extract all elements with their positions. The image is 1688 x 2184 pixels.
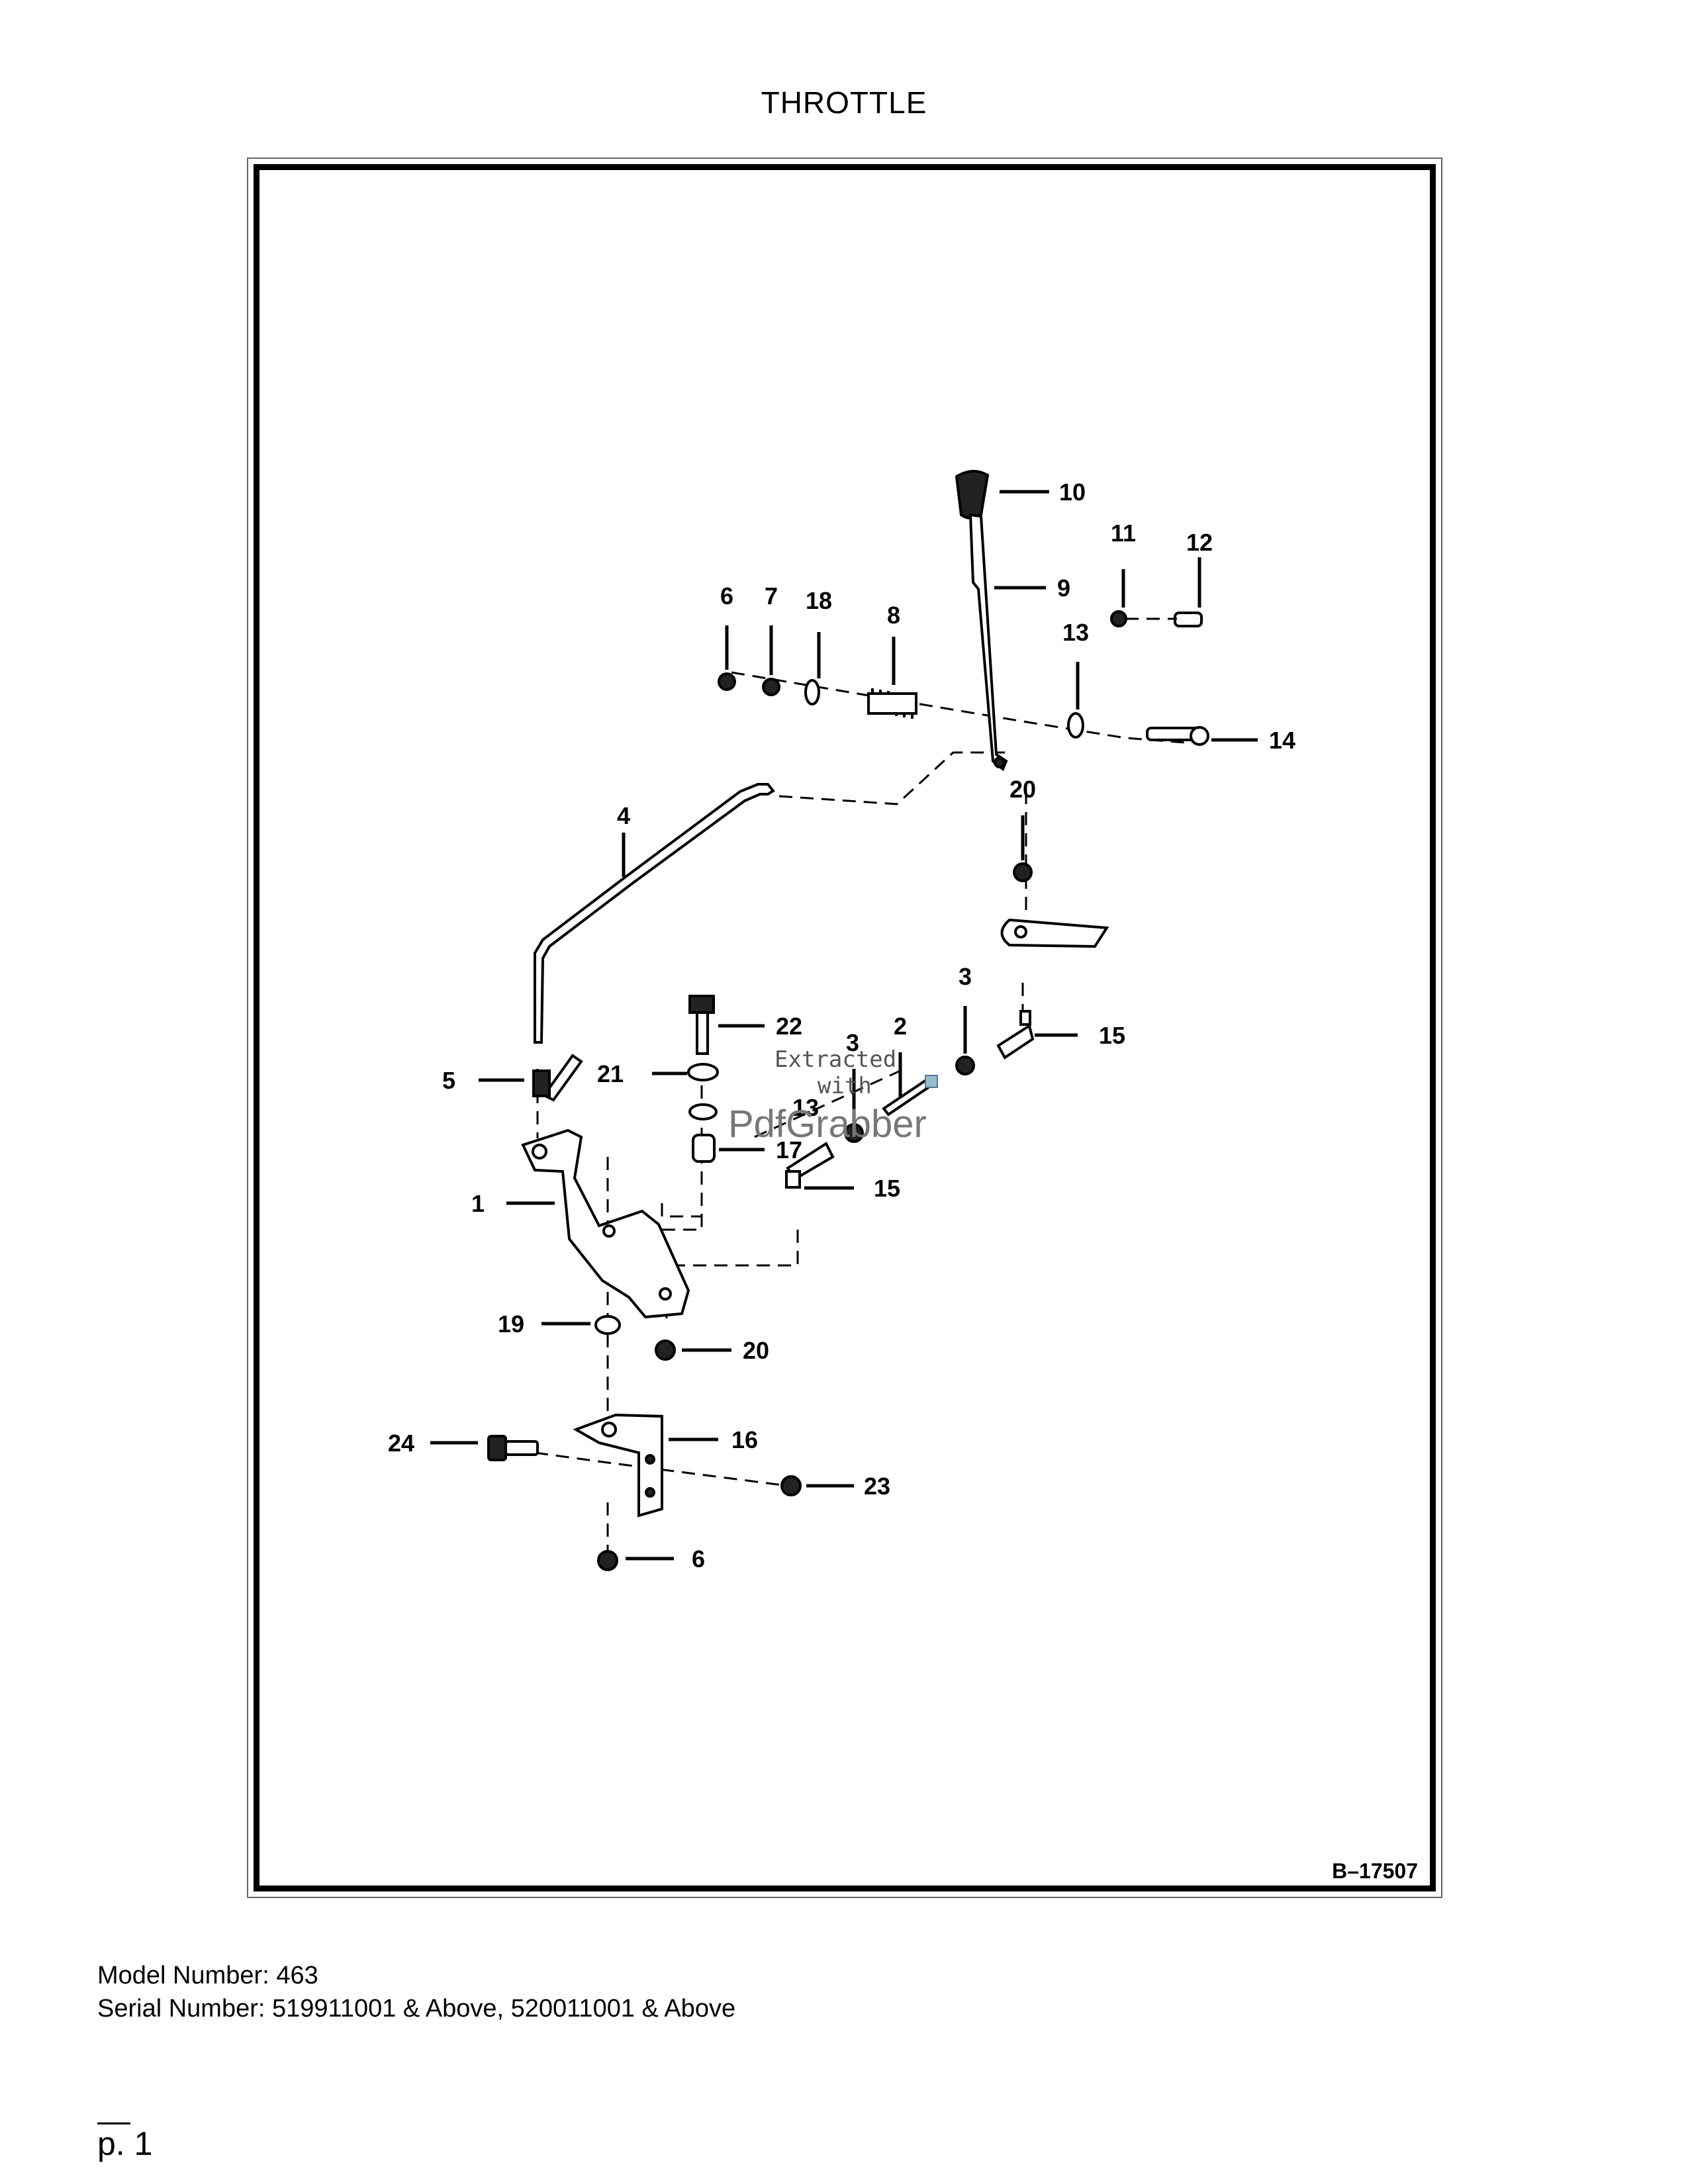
part-10-knob: [955, 470, 990, 520]
part-24-bolt: [487, 1435, 539, 1461]
callout-6-upper: 6: [720, 582, 733, 610]
callout-5: 5: [442, 1067, 455, 1094]
watermark-logo-icon: [925, 1075, 938, 1088]
part-7-washer: [762, 678, 780, 696]
model-number: Model Number: 463: [97, 1962, 318, 1989]
part-19-washer-lower: [594, 1315, 621, 1335]
part-14-pin: [1146, 726, 1209, 746]
footer: Model Number: 463 Serial Number: 5199110…: [97, 1959, 735, 2025]
part-18-washer: [804, 679, 820, 705]
part-21-washer: [687, 1063, 719, 1081]
pdfgrabber-watermark: Extracted with PdfGrabber: [728, 1046, 938, 1146]
page-title: THROTTLE: [761, 85, 927, 120]
footer-rule: [97, 2122, 130, 2124]
part-3-nut-lower: [844, 1123, 864, 1143]
callout-17: 17: [776, 1136, 802, 1163]
callout-15-upper: 15: [1099, 1022, 1125, 1049]
diagram-frame-outer: [247, 158, 1442, 1898]
callout-2: 2: [894, 1013, 907, 1040]
callout-11: 11: [1111, 520, 1136, 547]
callout-3-upper: 3: [959, 963, 972, 990]
callout-9: 9: [1057, 574, 1070, 602]
part-15-cable-end-lower: [785, 1142, 835, 1189]
serial-number: Serial Number: 519911001 & Above, 520011…: [97, 1995, 736, 2023]
part-3-nut-upper: [955, 1056, 975, 1075]
part-4-throttle-rod: [534, 783, 775, 1044]
callout-24: 24: [388, 1430, 414, 1457]
part-20-nut-upper: [1013, 862, 1033, 882]
part-11-nut: [1110, 610, 1127, 627]
callouts: 10 9 11 12 6 7 18 8 13 14 20 4 3 15 2 3 …: [388, 478, 1295, 1572]
leader-lines: [430, 490, 1258, 1561]
page-number: p. 1: [97, 2125, 153, 2162]
watermark-brand: PdfGrabber: [728, 1103, 927, 1146]
callout-3-lower: 3: [846, 1029, 859, 1056]
part-8-spring: [867, 688, 917, 719]
part-16-bracket: [573, 1413, 663, 1518]
part-9-throttle-lever: [968, 513, 1008, 772]
diagram-frame: [254, 164, 1436, 1891]
part-22-bolt: [688, 995, 715, 1055]
part-6-nut-lower: [597, 1550, 618, 1571]
part-17-spacer: [692, 1134, 716, 1163]
watermark-line1: Extracted: [774, 1046, 896, 1073]
callout-12: 12: [1186, 529, 1213, 556]
callout-19: 19: [498, 1310, 524, 1338]
callout-8: 8: [887, 602, 900, 629]
part-1-throttle-bracket: [521, 1128, 690, 1319]
callout-16: 16: [731, 1426, 758, 1453]
part-5-rod-clip: [532, 1054, 583, 1102]
callout-15-lower: 15: [874, 1175, 900, 1202]
callout-23: 23: [864, 1473, 890, 1500]
part-19-washer-upper: [688, 1103, 718, 1120]
figure-id: B–17507: [1332, 1859, 1418, 1883]
callout-13-lower: 13: [792, 1094, 819, 1121]
callout-18: 18: [806, 587, 832, 614]
watermark-line2: with: [818, 1073, 872, 1099]
part-12-bolt: [1125, 612, 1203, 627]
callout-21: 21: [597, 1060, 624, 1087]
callout-20-upper: 20: [1009, 776, 1036, 803]
callout-14: 14: [1269, 727, 1295, 754]
part-23-nut: [780, 1475, 802, 1496]
part-13-washer: [1067, 712, 1084, 739]
callout-6-lower: 6: [692, 1545, 705, 1572]
callout-10: 10: [1059, 478, 1086, 506]
callout-7: 7: [765, 582, 778, 610]
callout-22: 22: [776, 1013, 802, 1040]
callout-1: 1: [471, 1190, 485, 1217]
callout-4: 4: [617, 802, 630, 829]
callout-20-lower: 20: [743, 1337, 769, 1364]
part-6-nut: [718, 672, 736, 691]
throttle-cable-bracket: [1000, 918, 1109, 948]
callout-13-upper: 13: [1062, 619, 1089, 646]
part-15-cable-end-upper: [996, 1010, 1035, 1060]
part-20-nut-lower: [655, 1340, 676, 1361]
